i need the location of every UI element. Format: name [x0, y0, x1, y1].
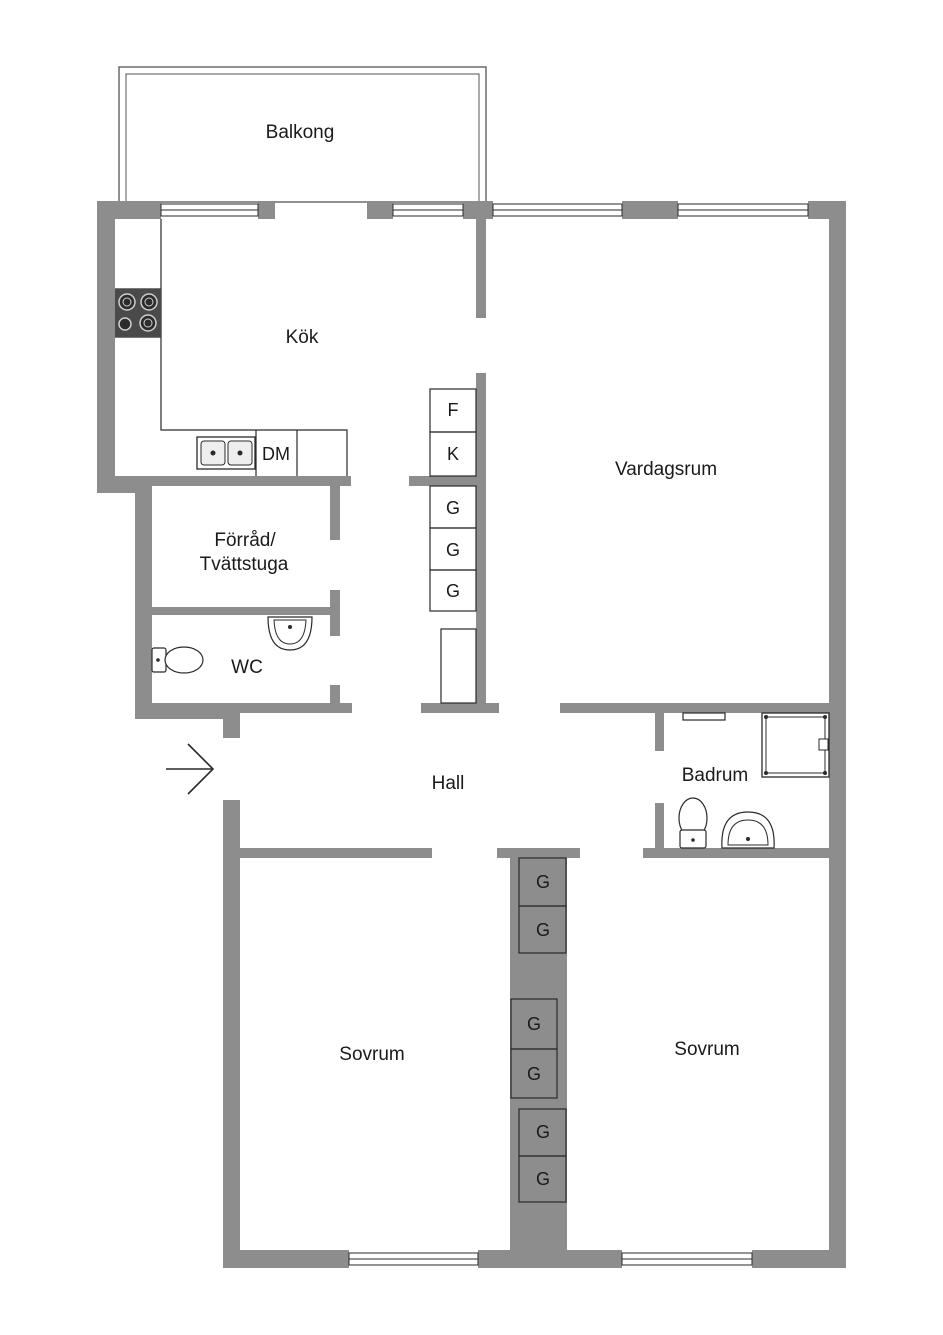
balcony	[118, 66, 487, 203]
wardrobe-label: G	[446, 581, 460, 601]
room-label-tvattstuga: Tvättstuga	[200, 554, 289, 575]
stove-icon	[115, 289, 161, 337]
wardrobe-label: G	[536, 1122, 550, 1142]
wardrobe-label: G	[446, 540, 460, 560]
bedroom-wardrobes	[510, 857, 567, 1203]
room-label-balkong: Balkong	[266, 122, 335, 143]
wardrobe-label: G	[446, 498, 460, 518]
toilet-icon	[151, 646, 204, 674]
hall-wardrobes	[429, 485, 477, 704]
room-label-forrad: Förråd/	[214, 530, 276, 551]
dishwasher-label: DM	[262, 444, 290, 464]
washbasin-icon	[721, 811, 775, 849]
entrance-arrow-icon	[166, 743, 215, 795]
windows	[160, 203, 809, 1266]
washbasin-icon	[267, 616, 313, 651]
room-label-kok: Kök	[286, 327, 319, 348]
wardrobe-label: G	[536, 920, 550, 940]
room-label-sovrum-right: Sovrum	[674, 1039, 739, 1060]
walls	[97, 201, 846, 1268]
bathroom-radiator	[682, 712, 726, 721]
freezer-label: F	[448, 400, 459, 420]
shower-icon	[761, 712, 830, 778]
wardrobe-label: G	[536, 872, 550, 892]
toilet-icon	[678, 797, 708, 849]
room-label-hall: Hall	[432, 773, 465, 794]
room-label-vardagsrum: Vardagsrum	[615, 459, 717, 480]
sink-icon	[196, 436, 256, 470]
wardrobe-label: G	[527, 1064, 541, 1084]
wardrobe-label: G	[536, 1169, 550, 1189]
fridge-freezer	[429, 388, 477, 477]
room-label-badrum: Badrum	[682, 765, 749, 786]
wardrobe-label: G	[527, 1014, 541, 1034]
room-label-sovrum-left: Sovrum	[339, 1044, 404, 1065]
fridge-label: K	[447, 444, 459, 464]
room-label-wc: WC	[231, 657, 263, 678]
